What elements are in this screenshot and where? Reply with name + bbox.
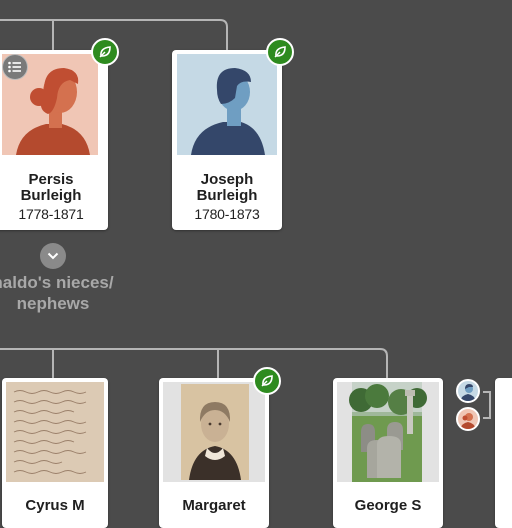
gravestone-photo bbox=[337, 382, 439, 482]
male-avatar bbox=[177, 54, 277, 155]
person-name: Cyrus M bbox=[25, 497, 85, 514]
person-name: George S bbox=[354, 497, 422, 514]
person-dates: 1780-1873 bbox=[194, 206, 260, 222]
female-avatar bbox=[2, 54, 98, 155]
person-card-partial[interactable] bbox=[495, 378, 512, 528]
group-label-nieces-nephews: naldo's nieces/ nephews bbox=[0, 273, 114, 313]
leaf-hint-icon[interactable] bbox=[266, 38, 294, 66]
person-card-margaret[interactable]: Margaret bbox=[159, 378, 269, 528]
list-icon[interactable] bbox=[2, 54, 28, 80]
person-name: Joseph Burleigh bbox=[196, 171, 258, 204]
person-card-cyrus-m[interactable]: Cyrus M bbox=[2, 378, 108, 528]
expand-group-button[interactable] bbox=[40, 243, 66, 269]
person-card-george-s[interactable]: George S bbox=[333, 378, 443, 528]
chevron-down-icon bbox=[47, 252, 59, 260]
leaf-hint-icon[interactable] bbox=[91, 38, 119, 66]
portrait-photo bbox=[163, 382, 265, 482]
document-photo bbox=[6, 382, 104, 482]
spouse-avatar-male[interactable] bbox=[456, 379, 480, 403]
spouse-avatar-female[interactable] bbox=[456, 407, 480, 431]
leaf-hint-icon[interactable] bbox=[253, 367, 281, 395]
tree-connectors bbox=[0, 19, 491, 419]
person-card-persis-burleigh[interactable]: Persis Burleigh 1778-1871 bbox=[0, 50, 108, 230]
person-name: Persis Burleigh bbox=[20, 171, 82, 204]
person-dates: 1778-1871 bbox=[18, 206, 84, 222]
person-card-joseph-burleigh[interactable]: Joseph Burleigh 1780-1873 bbox=[172, 50, 282, 230]
person-name: Margaret bbox=[182, 497, 246, 514]
